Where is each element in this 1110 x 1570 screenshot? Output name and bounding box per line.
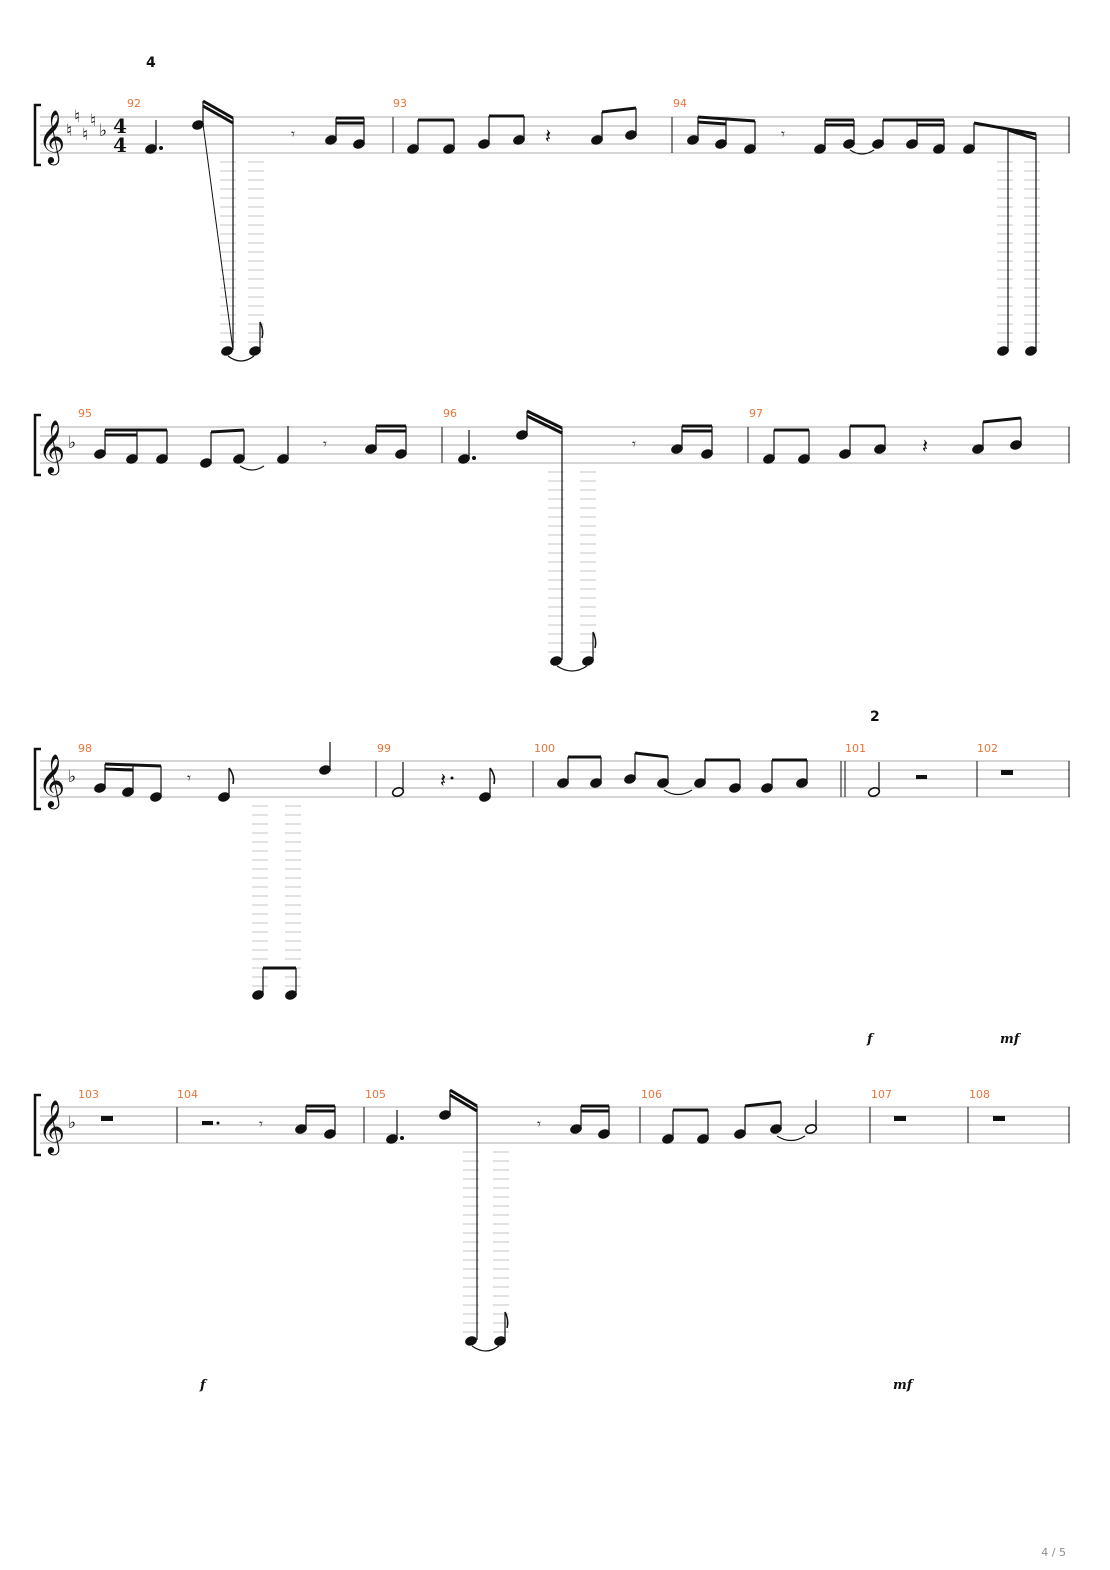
- measure-number: 99: [377, 742, 391, 755]
- measure-number: 102: [977, 742, 998, 755]
- measure-number: 98: [78, 742, 92, 755]
- svg-text:𝄾: 𝄾: [259, 1115, 263, 1133]
- ledger-lines: [220, 161, 1040, 343]
- page-number: 4 / 5: [1041, 1546, 1066, 1559]
- svg-text:𝄾: 𝄾: [537, 1115, 541, 1133]
- staff-lines: [40, 760, 1070, 798]
- ledger-lines: [548, 471, 596, 653]
- barlines: [375, 761, 1070, 797]
- measure-number: 95: [78, 407, 92, 420]
- system-bracket: [33, 1093, 41, 1157]
- notes: 𝄾 𝄾: [101, 1088, 1005, 1352]
- svg-text:𝄽: 𝄽: [545, 124, 551, 148]
- staff-lines: [40, 426, 1070, 464]
- svg-text:𝄾: 𝄾: [632, 435, 636, 453]
- flat-key-signature-icon: ♭: [68, 1113, 76, 1133]
- measure-number: 107: [871, 1088, 892, 1101]
- system-bracket: [33, 103, 41, 167]
- svg-text:𝄾: 𝄾: [781, 125, 785, 143]
- svg-text:𝄽: 𝄽: [922, 434, 928, 458]
- staff-system-3: 2 𝄞 ♭ 98 99 100 101 102 𝄾: [33, 709, 1070, 1047]
- measure-number: 100: [534, 742, 555, 755]
- measure-number: 103: [78, 1088, 99, 1101]
- staff-system-2: 𝄞 ♭ 95 96 97 𝄾: [33, 407, 1070, 672]
- section-label: 4: [146, 55, 156, 71]
- treble-clef-icon: 𝄞: [38, 1099, 65, 1155]
- staff-lines: [40, 116, 1070, 154]
- svg-text:♭: ♭: [99, 121, 107, 141]
- svg-text:♮: ♮: [66, 121, 72, 141]
- treble-clef-icon: 𝄞: [38, 109, 65, 165]
- ledger-lines: [252, 805, 301, 987]
- treble-clef-icon: 𝄞: [38, 753, 65, 809]
- svg-text:4: 4: [113, 133, 127, 157]
- section-label: 2: [870, 709, 880, 725]
- measure-number: 97: [749, 407, 763, 420]
- svg-text:4: 4: [113, 114, 127, 138]
- svg-text:𝄽: 𝄽: [440, 768, 446, 792]
- flat-key-signature-icon: ♭: [68, 767, 76, 787]
- svg-text:♮: ♮: [90, 111, 96, 131]
- flat-key-signature-icon: ♭: [68, 433, 76, 453]
- barlines: [441, 427, 1070, 463]
- measure-number: 105: [365, 1088, 386, 1101]
- measure-number: 101: [845, 742, 866, 755]
- measure-number: 93: [393, 97, 407, 110]
- barlines: [392, 117, 1070, 153]
- ledger-lines: [463, 1151, 509, 1333]
- measure-number: 92: [127, 97, 141, 110]
- dynamic-marking: f: [199, 1378, 208, 1393]
- staff-lines: [40, 1106, 1070, 1144]
- dynamic-marking: mf: [1000, 1032, 1022, 1047]
- notes: 𝄾 𝄾 𝄽: [94, 409, 1022, 672]
- svg-text:𝄾: 𝄾: [323, 435, 327, 453]
- notes: 𝄾 𝄽 𝄾: [145, 99, 1037, 362]
- time-signature: 4 4: [113, 114, 127, 157]
- measure-number: 96: [443, 407, 457, 420]
- svg-text:♮: ♮: [74, 107, 80, 127]
- measure-number: 104: [177, 1088, 198, 1101]
- key-signature: ♮♮♮♮ ♭: [66, 107, 107, 145]
- measure-number: 94: [673, 97, 687, 110]
- barlines: [176, 1107, 1070, 1143]
- svg-text:𝄾: 𝄾: [187, 769, 191, 787]
- notes: 𝄾 𝄽: [94, 742, 1013, 1000]
- dynamic-marking: mf: [893, 1378, 915, 1393]
- svg-text:♮: ♮: [82, 125, 88, 145]
- measure-number: 106: [641, 1088, 662, 1101]
- measure-number: 108: [969, 1088, 990, 1101]
- staff-system-4: 𝄞 ♭ 103 104 105 106 107 108 𝄾: [33, 1088, 1070, 1393]
- system-bracket: [33, 747, 41, 811]
- system-bracket: [33, 413, 41, 477]
- treble-clef-icon: 𝄞: [38, 419, 65, 475]
- dynamic-marking: f: [866, 1032, 875, 1047]
- staff-system-1: 4 𝄞 ♮♮♮♮ ♭ 4 4 92 93 94: [33, 55, 1070, 362]
- svg-text:𝄾: 𝄾: [291, 125, 295, 143]
